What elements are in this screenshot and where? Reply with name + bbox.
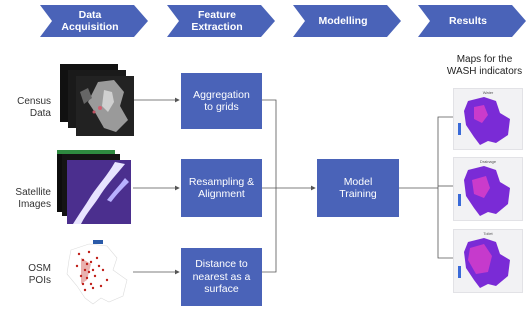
result-map-drainage: Drainage xyxy=(453,157,523,221)
census-data-thumbnail xyxy=(60,64,134,136)
map-shape xyxy=(458,238,510,288)
chevron-shape xyxy=(418,5,526,37)
stage-feature-extraction: Feature Extraction xyxy=(167,5,275,37)
source-label-osm: OSM POIs xyxy=(28,263,51,286)
stage-label: Modelling xyxy=(318,15,368,27)
stage-modelling: Modelling xyxy=(293,5,401,37)
source-label-satellite: Satellite Images xyxy=(15,187,51,210)
stage-results: Results xyxy=(418,5,526,37)
result-map-water: Water xyxy=(453,88,523,150)
stage-label: Results xyxy=(449,15,487,27)
osm-pois-thumbnail xyxy=(66,240,128,305)
chevron-shape xyxy=(167,5,275,37)
model-training-box: Model Training xyxy=(317,159,399,217)
stage-label: Data Acquisition xyxy=(61,9,119,33)
map-shape xyxy=(458,166,510,216)
map-shape xyxy=(458,97,510,145)
result-map-toilet: Toilet xyxy=(453,229,523,293)
feature-distance-box: Distance to nearest as a surface xyxy=(181,248,262,306)
feature-resampling-box: Resampling & Alignment xyxy=(181,159,262,217)
results-title: Maps for the WASH indicators xyxy=(446,54,523,77)
map-caption: Water xyxy=(482,90,494,95)
bracket-results xyxy=(437,116,453,259)
bracket-features xyxy=(262,99,277,273)
stage-data-acquisition: Data Acquisition xyxy=(40,5,148,37)
map-caption: Drainage xyxy=(479,159,497,164)
source-label-census: Census Data xyxy=(17,96,51,119)
map-caption: Toilet xyxy=(483,231,493,236)
chevron-shape xyxy=(293,5,401,37)
stage-label: Feature Extraction xyxy=(191,9,243,33)
chevron-shape xyxy=(40,5,148,37)
feature-aggregation-box: Aggregation to grids xyxy=(181,73,262,129)
satellite-images-thumbnail xyxy=(57,150,131,224)
